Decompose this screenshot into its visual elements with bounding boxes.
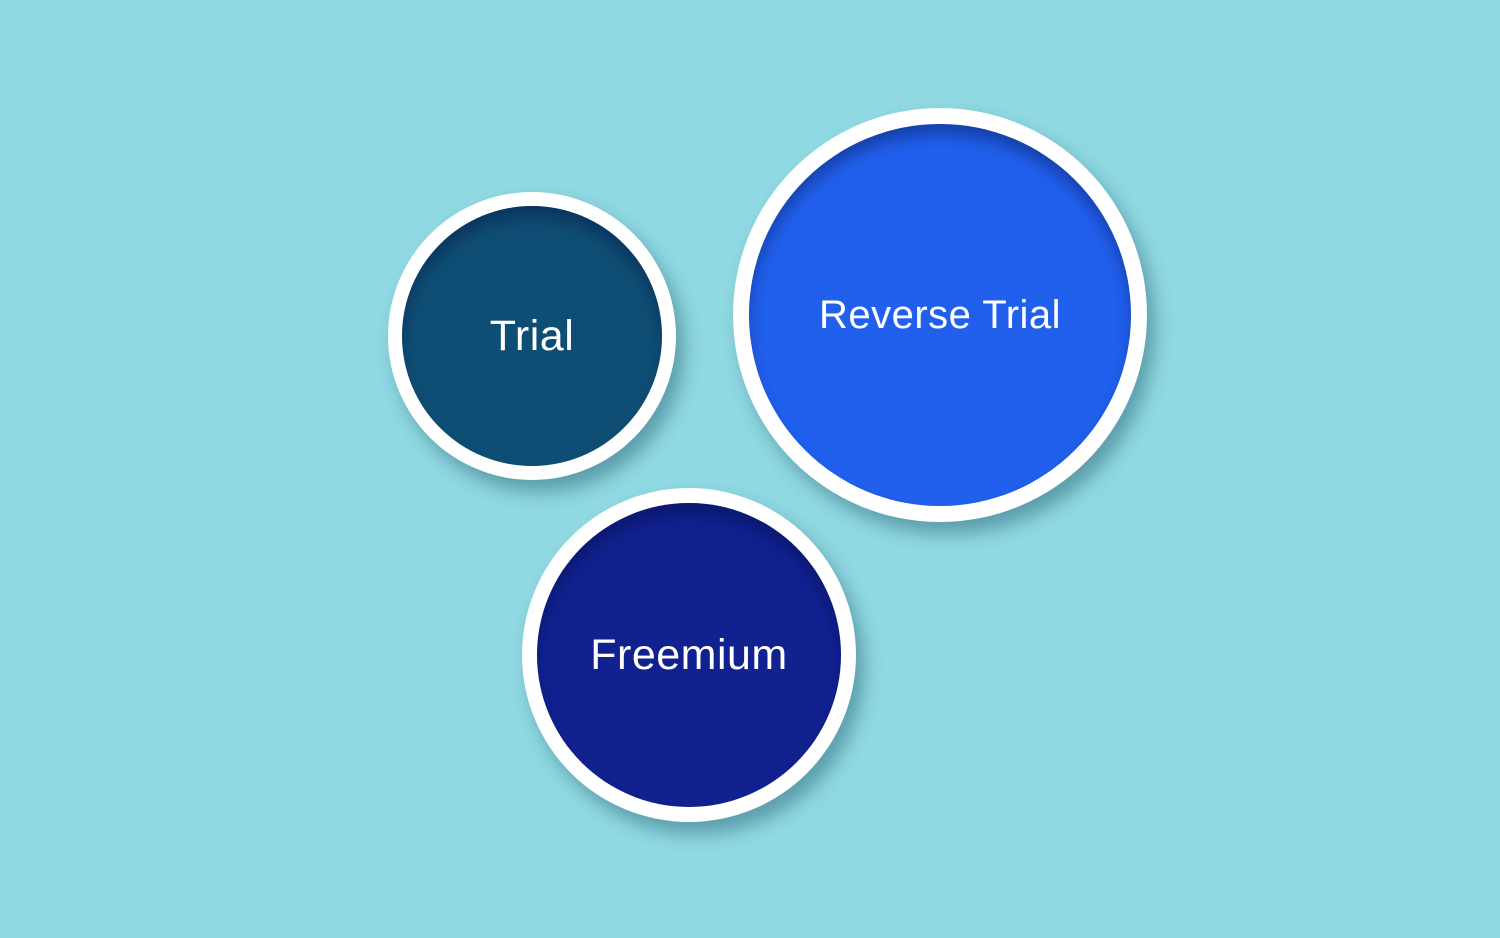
reverse-trial-bubble-fill: Reverse Trial — [749, 124, 1131, 506]
freemium-bubble-label: Freemium — [590, 630, 788, 679]
trial-bubble-label: Trial — [489, 311, 575, 360]
reverse-trial-bubble-label: Reverse Trial — [818, 292, 1062, 337]
freemium-bubble-fill: Freemium — [537, 503, 841, 807]
trial-bubble: Trial — [388, 192, 676, 480]
reverse-trial-bubble: Reverse Trial — [733, 108, 1147, 522]
trial-bubble-fill: Trial — [402, 206, 662, 466]
freemium-bubble: Freemium — [522, 488, 856, 822]
